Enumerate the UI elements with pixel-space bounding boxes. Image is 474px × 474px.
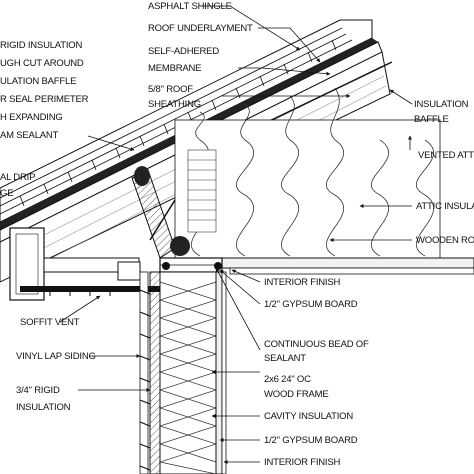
label-left-rigid-2: UGH CUT AROUND bbox=[0, 58, 84, 69]
label-left-rigid-3: ULATION BAFFLE bbox=[0, 76, 76, 87]
label-cavity-insulation: CAVITY INSULATION bbox=[264, 411, 353, 422]
label-attic-insulation: ATTIC INSULATION bbox=[416, 201, 474, 212]
sealant-bead-plate-right bbox=[214, 262, 222, 270]
label-sheathing-2: SHEATHING bbox=[148, 99, 201, 110]
leader-lines bbox=[59, 5, 413, 464]
wall-assembly bbox=[139, 257, 227, 474]
label-wooden-roof: WOODEN ROOF bbox=[416, 235, 474, 246]
label-drip-1: AL DRIP bbox=[0, 172, 35, 183]
label-left-rigid-5: H EXPANDING bbox=[0, 112, 63, 123]
label-vented-attic: VENTED ATTIC bbox=[418, 150, 474, 161]
sealant-bead-plate-left bbox=[162, 262, 170, 270]
label-rigid-34-1: 3/4" RIGID bbox=[16, 385, 60, 396]
label-gypsum-bottom: 1/2" GYPSUM BOARD bbox=[264, 435, 358, 446]
label-soffit-vent: SOFFIT VENT bbox=[20, 317, 80, 328]
ceiling-interior-finish bbox=[229, 267, 474, 275]
label-sealant-2: SEALANT bbox=[264, 353, 306, 364]
label-left-rigid-4: R SEAL PERIMETER bbox=[0, 94, 89, 105]
label-self-adhered-1: SELF-ADHERED bbox=[148, 46, 219, 57]
label-drip-2: GE bbox=[0, 188, 13, 199]
label-left-rigid-1: RIGID INSULATION bbox=[0, 40, 82, 51]
label-left-rigid-6: AM SEALANT bbox=[0, 130, 59, 141]
label-sheathing-1: 5/8" ROOF bbox=[148, 84, 193, 95]
attic-insulation bbox=[174, 87, 441, 261]
label-wood-frame-2: WOOD FRAME bbox=[264, 389, 329, 400]
label-insulation-baffle-2: BAFFLE bbox=[414, 114, 449, 125]
label-rigid-34-2: INSULATION bbox=[16, 402, 71, 413]
sealant-bead-upper bbox=[134, 166, 150, 186]
label-wood-frame-1: 2x6 24" OC bbox=[264, 374, 311, 385]
label-self-adhered-2: MEMBRANE bbox=[148, 63, 201, 74]
label-interior-finish-top: INTERIOR FINISH bbox=[264, 277, 341, 288]
eave-soffit bbox=[9, 227, 160, 301]
label-interior-finish-bottom: INTERIOR FINISH bbox=[264, 457, 341, 468]
label-insulation-baffle-1: INSULATION bbox=[414, 99, 469, 110]
label-roof-underlayment: ROOF UNDERLAYMENT bbox=[148, 23, 253, 34]
label-sealant-1: CONTINUOUS BEAD OF bbox=[264, 339, 369, 350]
sealant-bead-lower bbox=[170, 236, 190, 256]
label-asphalt-shingle: ASPHALT SHINGLE bbox=[148, 1, 232, 12]
label-vinyl-siding: VINYL LAP SIDING bbox=[16, 351, 96, 362]
label-gypsum-top: 1/2" GYPSUM BOARD bbox=[264, 299, 358, 310]
